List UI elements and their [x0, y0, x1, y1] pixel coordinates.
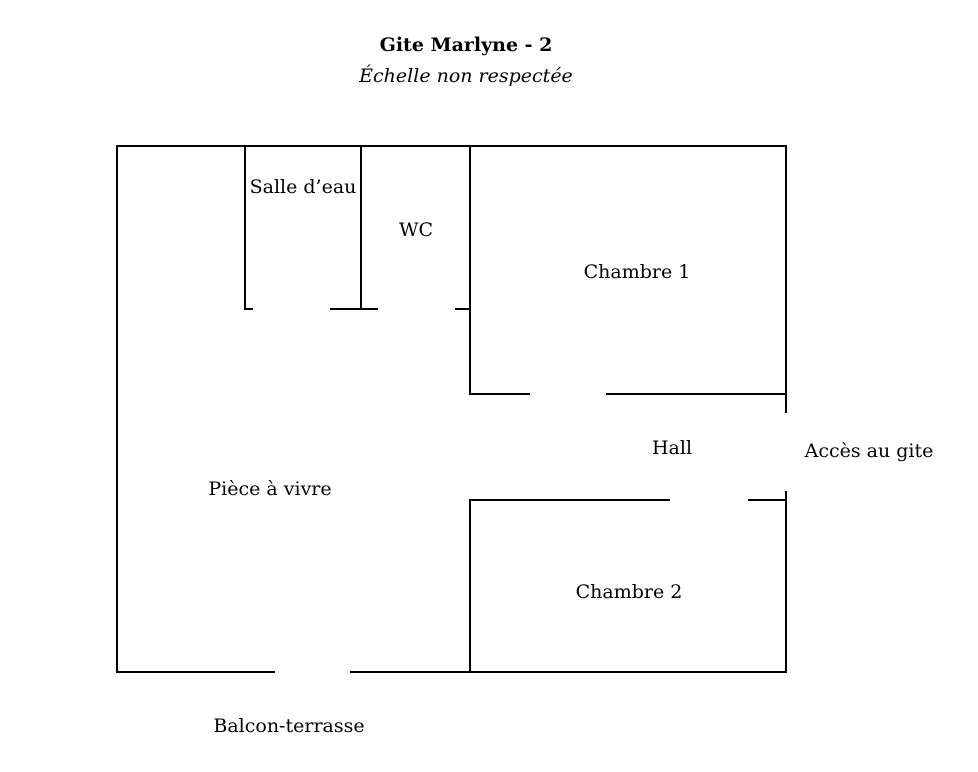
label-hall: Hall	[652, 437, 692, 459]
label-salle-deau: Salle d’eau	[250, 176, 357, 198]
plan-subtitle: Échelle non respectée	[359, 65, 573, 87]
label-balcon: Balcon-terrasse	[213, 715, 364, 737]
label-acces: Accès au gite	[804, 440, 934, 462]
label-piece-a-vivre: Pièce à vivre	[208, 478, 331, 500]
label-chambre-1: Chambre 1	[584, 261, 691, 283]
label-wc: WC	[399, 219, 433, 241]
plan-title: Gite Marlyne - 2	[379, 34, 553, 56]
label-chambre-2: Chambre 2	[576, 581, 683, 603]
